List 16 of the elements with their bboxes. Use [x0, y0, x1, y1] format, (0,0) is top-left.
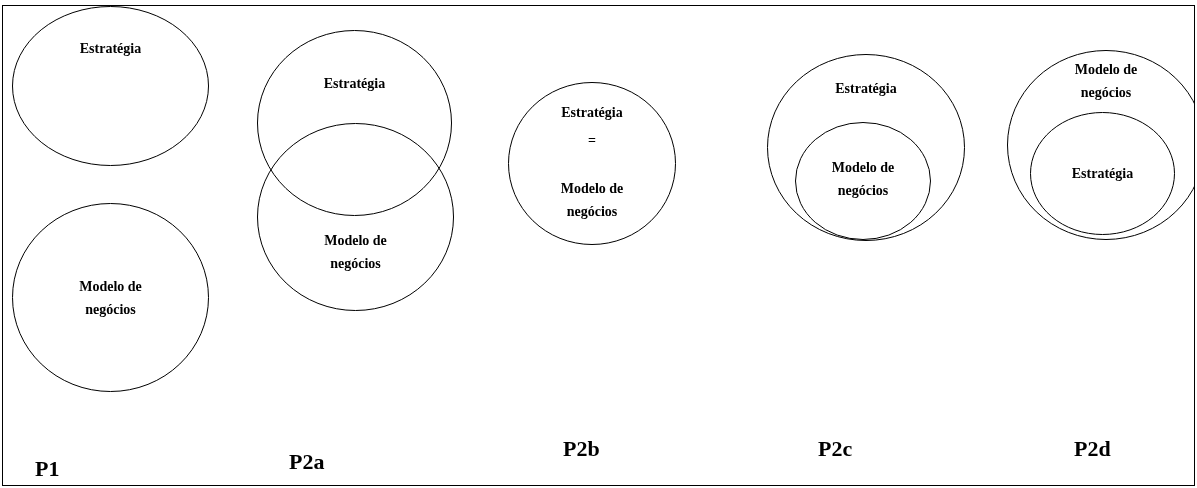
circle-label: Estratégia [78, 40, 143, 58]
circle-label: Modelo de negócios [78, 278, 143, 319]
circle-label: Estratégia [834, 80, 898, 98]
circle-label: Modelo de negócios [323, 232, 388, 273]
circle-label: Modelo de negócios [1073, 61, 1139, 102]
circle-label: = [587, 132, 597, 150]
panel-label: P2a [289, 449, 325, 475]
circle-label: Estratégia [322, 75, 387, 93]
circle-label: Modelo de negócios [830, 159, 896, 200]
circle-label: Estratégia [1070, 165, 1135, 183]
circle-label: Modelo de negócios [559, 180, 625, 221]
panel-label: P2b [563, 436, 600, 462]
panel-label: P2d [1074, 436, 1111, 462]
circle-label: Estratégia [560, 104, 624, 122]
panel-label: P1 [35, 456, 60, 482]
panel-label: P2c [818, 436, 853, 462]
